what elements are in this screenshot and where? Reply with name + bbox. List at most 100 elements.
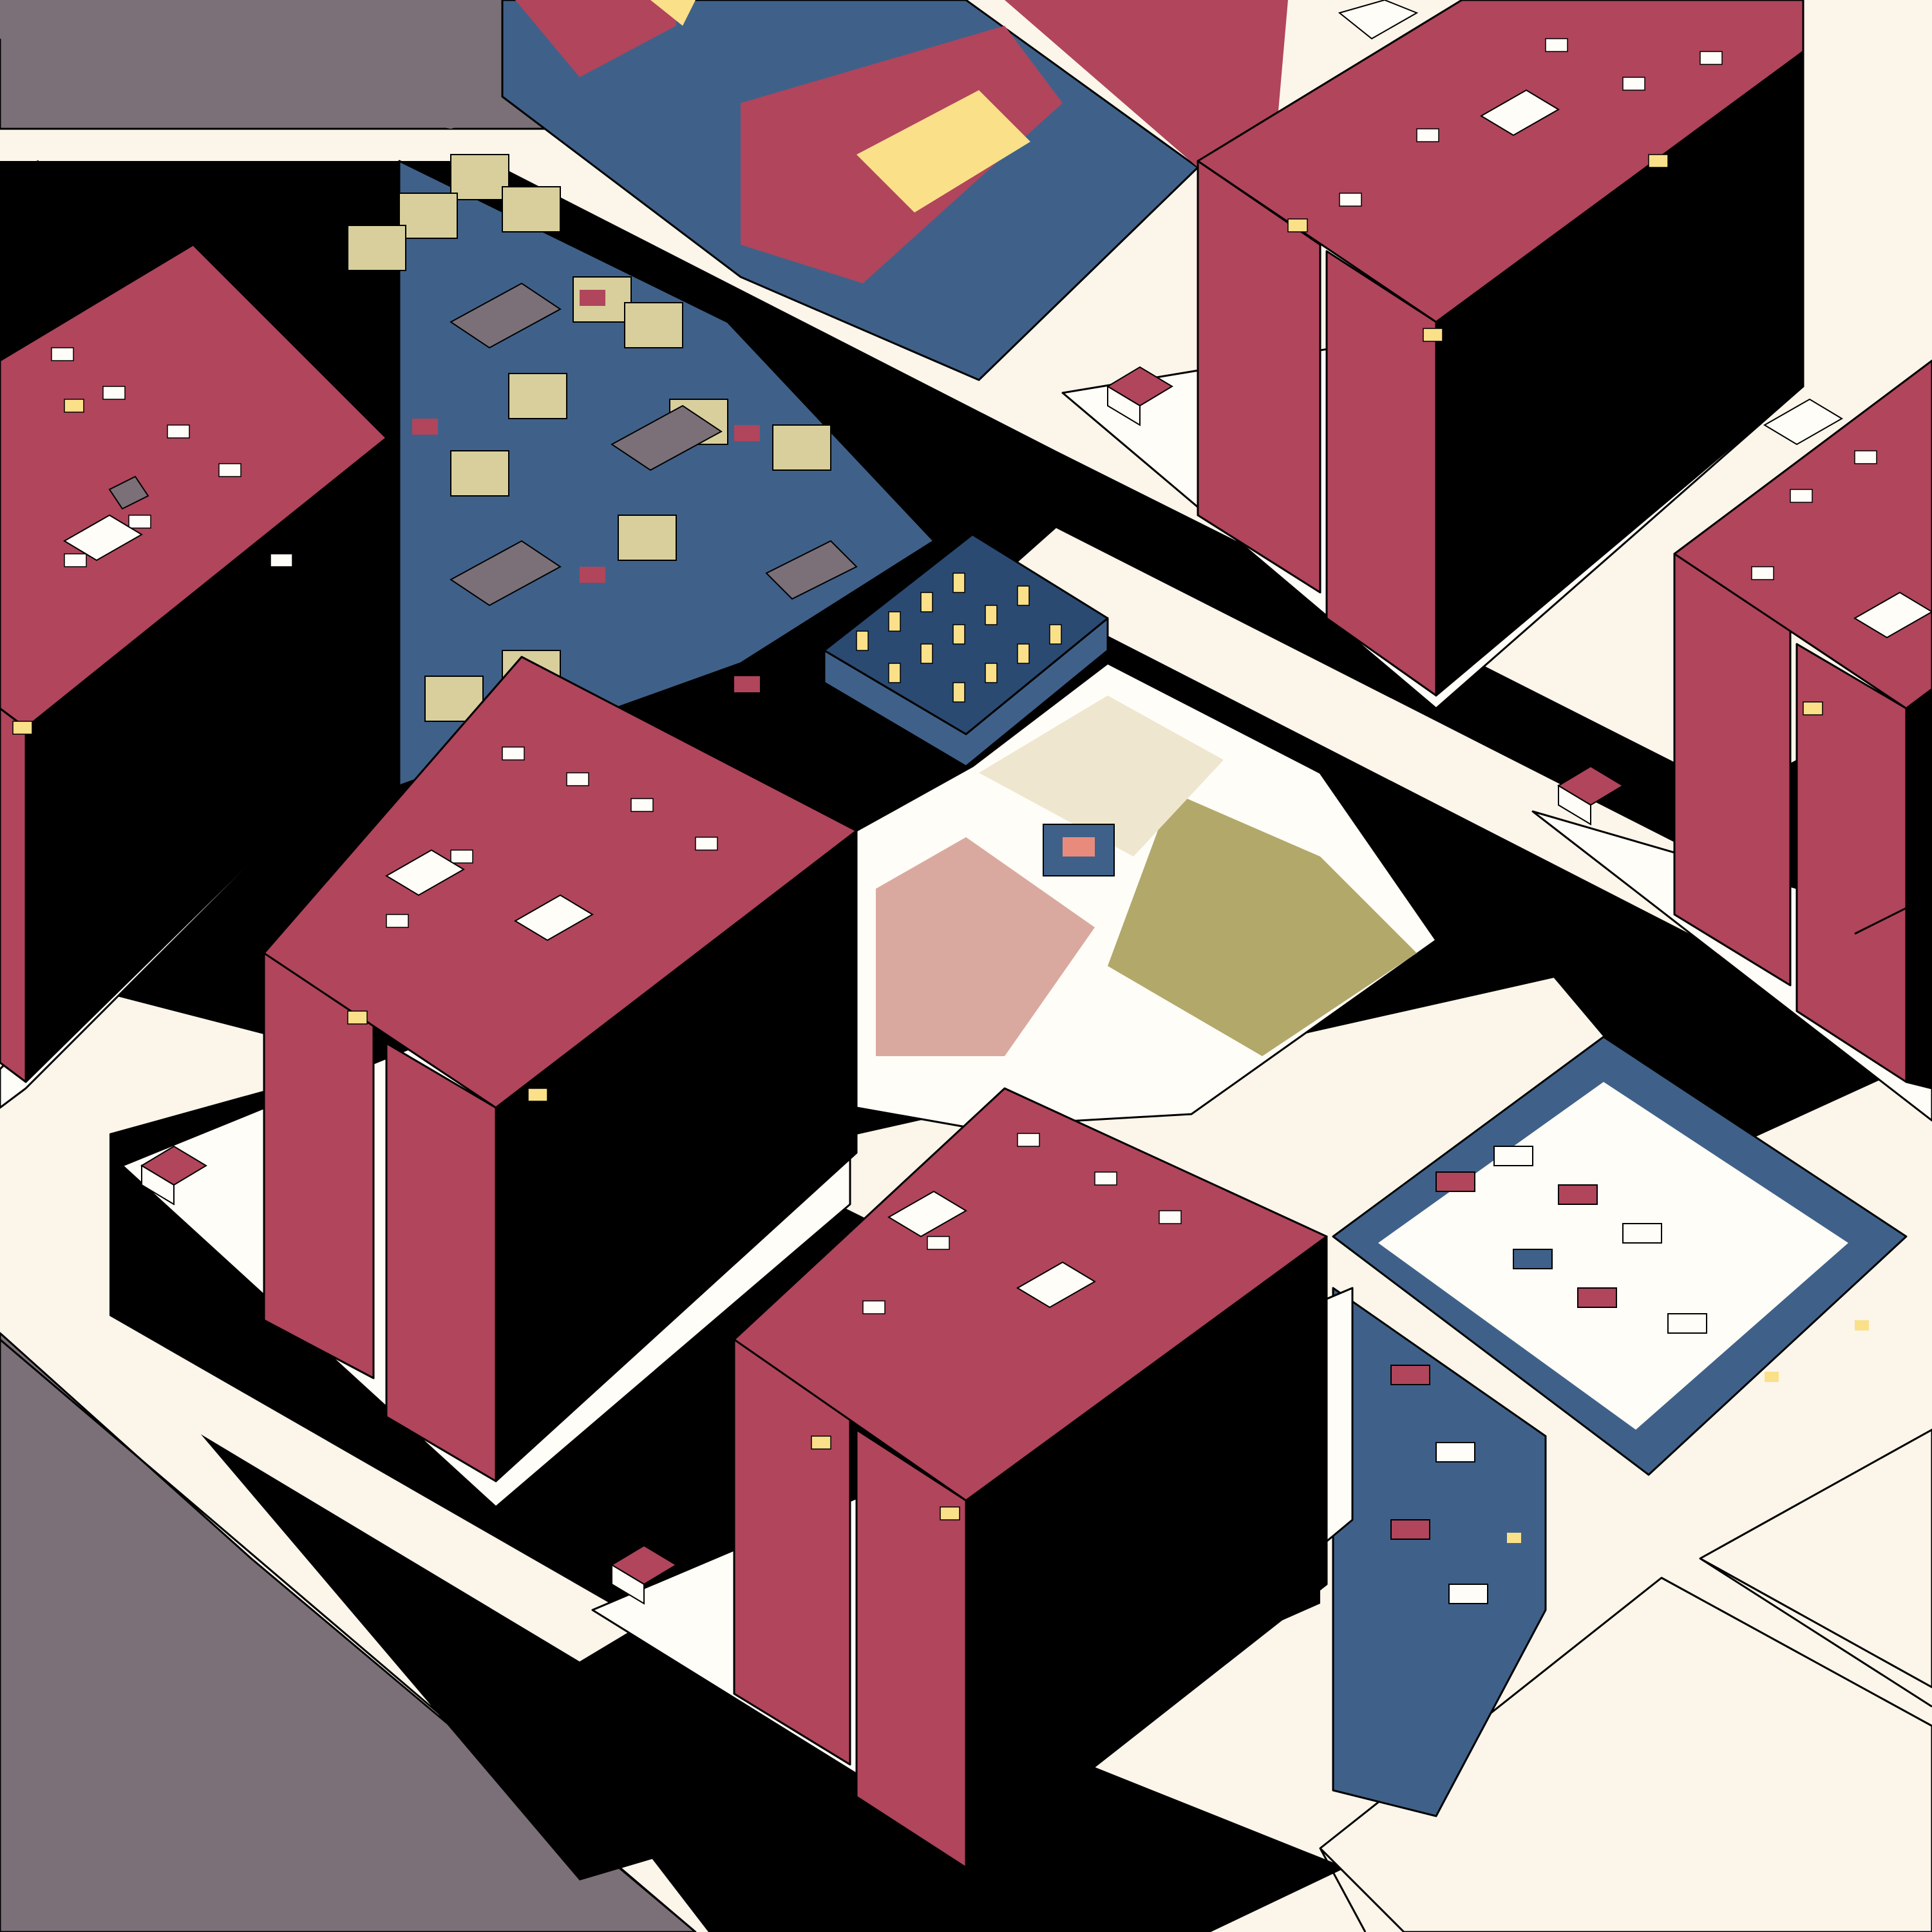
olive-module — [450, 450, 509, 497]
central-mixed-district — [855, 662, 1437, 1128]
olive-module — [347, 225, 406, 271]
stepped-feature — [887, 1190, 967, 1238]
red-accent-blocks — [412, 290, 760, 692]
kiosk-side — [1558, 784, 1591, 826]
stepped-feature — [1480, 89, 1560, 137]
roof-texture-blocks — [51, 38, 1877, 1314]
roof-block — [64, 553, 87, 567]
stud — [985, 605, 998, 625]
central-pavilion-accent — [1063, 837, 1095, 857]
road-outline — [1854, 894, 1932, 935]
yellow-accent — [12, 721, 33, 735]
studded-roof-top — [823, 533, 1109, 735]
stepped-feature — [514, 894, 594, 942]
roof-block — [695, 837, 718, 851]
olive-module — [624, 302, 683, 348]
yellow-accent — [811, 1435, 831, 1450]
stud — [985, 663, 998, 683]
flag-roof-textured-strip — [1005, 0, 1288, 167]
taupe-plaza-north-west-low — [0, 0, 567, 129]
stepped-feature — [1853, 591, 1932, 639]
taupe-slab — [611, 404, 723, 471]
road-outline — [0, 1338, 696, 1932]
tower-west-roof — [0, 243, 388, 729]
roof-block — [167, 424, 190, 439]
roof-block — [1790, 489, 1813, 503]
tower-center-bottom-red-face-b — [855, 1428, 967, 1869]
red-accent — [580, 290, 605, 306]
yellow-accent — [527, 1088, 548, 1102]
roof-block — [630, 798, 654, 812]
olive-module — [502, 186, 561, 232]
stud — [888, 611, 901, 632]
stud — [1049, 624, 1062, 645]
cream-lot-east — [1699, 1428, 1932, 1689]
olive-module-row — [347, 154, 831, 722]
road-outlines — [0, 160, 1932, 1932]
courtyard-unit — [1390, 1365, 1430, 1385]
roof-block — [1094, 1171, 1117, 1186]
courtyard-south-block — [1332, 1287, 1547, 1817]
flag-roof-yellow-panel — [857, 90, 1030, 213]
stud — [888, 663, 901, 683]
pink-terrace-field — [876, 837, 1095, 1056]
roof-block — [1159, 1210, 1182, 1224]
taupe-slabs — [450, 282, 858, 607]
roof-block — [128, 515, 151, 529]
tower-center-left-red-face-b — [385, 1042, 497, 1482]
studded-roof-block — [823, 533, 1109, 768]
courtyard-inner — [1378, 1082, 1848, 1430]
roof-block — [1622, 77, 1645, 91]
tower-east-black-face — [1905, 688, 1932, 1090]
tower-north-east-red-face-b — [1325, 250, 1437, 697]
red-accent — [734, 676, 760, 692]
stepped-feature — [108, 475, 149, 510]
cream-lot-south-east — [1319, 1577, 1932, 1932]
tower-north-east — [1061, 0, 1804, 710]
flag-roof-north — [501, 0, 1288, 381]
tower-west-red-face — [0, 707, 27, 1083]
stepped-feature — [1016, 1261, 1096, 1309]
taupe-slab — [765, 540, 858, 600]
yellow-studs — [856, 573, 1062, 703]
yellow-tile — [1765, 1372, 1779, 1382]
blue-courtyard-south-east — [1332, 1036, 1908, 1817]
roof-block — [1416, 128, 1439, 142]
courtyard-unit — [1513, 1249, 1553, 1269]
cream-road-south — [0, 1275, 644, 1662]
stud — [952, 573, 965, 593]
roof-block — [1700, 51, 1723, 65]
roof-block — [218, 463, 242, 477]
stud — [952, 682, 965, 703]
roof-block — [566, 772, 589, 786]
roof-block — [386, 914, 409, 928]
red-accent — [412, 419, 438, 435]
yellow-accent — [347, 1010, 368, 1025]
yellow-tile — [1507, 1533, 1521, 1543]
courtyard-unit — [1667, 1313, 1707, 1334]
roof-block — [927, 1236, 950, 1250]
tower-north-east-roof — [1197, 0, 1804, 323]
roof-block — [51, 347, 74, 361]
stud — [856, 630, 869, 651]
road-outline — [0, 160, 39, 182]
roof-block — [1751, 566, 1774, 580]
yellow-accent — [1423, 328, 1443, 342]
stud — [952, 624, 965, 645]
olive-module — [618, 515, 677, 561]
courtyard-unit — [1435, 1442, 1475, 1463]
road-outline — [1700, 1557, 1932, 1708]
olive-module — [772, 424, 831, 471]
olive-module — [450, 154, 509, 200]
yellow-tile — [1855, 1320, 1869, 1331]
stud — [920, 643, 933, 664]
courtyard-unit — [1435, 1171, 1475, 1192]
yellow-accent — [1287, 218, 1308, 232]
courtyard-unit — [1390, 1519, 1430, 1540]
yellow-accent — [940, 1506, 960, 1520]
roof-block — [270, 553, 293, 567]
road-outline — [1319, 1848, 1367, 1932]
courtyard-unit — [1448, 1584, 1488, 1604]
stepped-feature — [63, 514, 143, 562]
